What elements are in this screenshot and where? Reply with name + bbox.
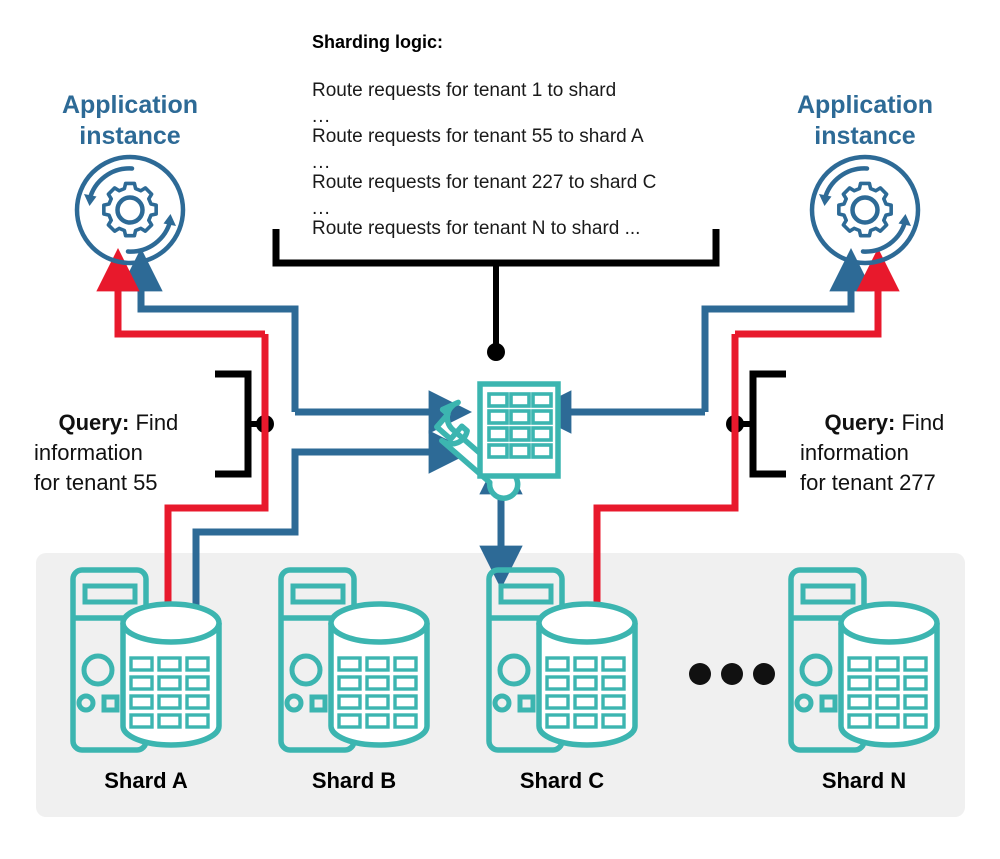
shard-label-a: Shard A — [104, 768, 188, 793]
sharding-logic-stem — [487, 263, 505, 361]
query-text-left: Query: Find information for tenant 55 — [34, 378, 249, 528]
query-body-left: Find information for tenant 55 — [34, 410, 179, 495]
sharding-logic-line: Route requests for tenant N to shard ... — [312, 218, 641, 239]
server-database-icon[interactable] — [788, 567, 940, 753]
gear-refresh-icon — [74, 154, 186, 266]
left-blue-response-path — [119, 248, 299, 412]
query-prefix-left: Query: — [58, 410, 130, 435]
sharding-logic-line: Route requests for tenant 1 to shard — [312, 80, 617, 101]
server-database-icon[interactable] — [486, 567, 638, 753]
gear-refresh-icon — [809, 154, 921, 266]
sharding-logic-line: Route requests for tenant 227 to shard C — [312, 172, 657, 193]
server-database-icon[interactable] — [70, 567, 222, 753]
right-red-path-to-app — [735, 248, 900, 338]
left-red-path-to-app — [96, 248, 265, 338]
query-prefix-right: Query: — [824, 410, 896, 435]
sharding-logic-line: ... — [312, 106, 331, 127]
app-instance-label-left: Application instance — [61, 91, 199, 150]
wrench-table-router-icon[interactable] — [434, 381, 561, 503]
server-database-icon[interactable] — [278, 567, 430, 753]
sharding-logic-line: Route requests for tenant 55 to shard A — [312, 126, 644, 147]
shards-panel — [36, 553, 965, 817]
right-red-path-to-shard-c — [575, 334, 739, 672]
shard-label-b: Shard B — [311, 768, 397, 793]
shard-label-n: Shard N — [821, 768, 907, 793]
shard-label-c: Shard C — [519, 768, 605, 793]
query-body-right: Find information for tenant 277 — [800, 410, 945, 495]
sharding-logic-line: ... — [312, 198, 331, 219]
right-blue-response-path — [701, 248, 873, 412]
sharding-logic-line: ... — [312, 152, 331, 173]
shards-ellipsis-icon — [689, 663, 775, 685]
left-red-path-to-shard-a — [146, 334, 269, 672]
sharding-logic-stem-dot — [487, 343, 505, 361]
query-text-right: Query: Find information for tenant 277 — [800, 378, 1000, 528]
sharding-logic-title: Sharding logic: — [312, 32, 444, 52]
app-instance-label-right: Application instance — [796, 91, 934, 150]
